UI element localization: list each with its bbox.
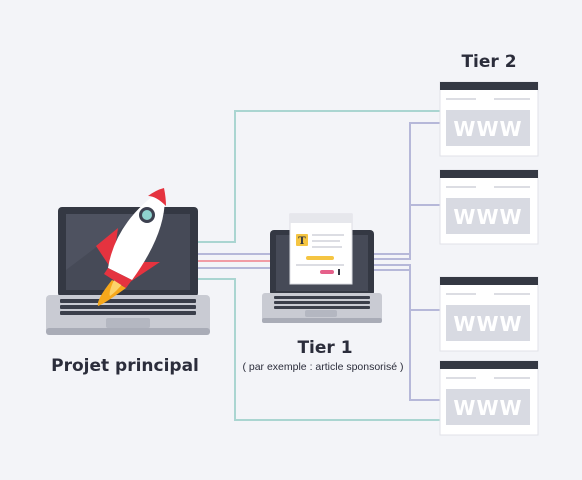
touchpad: [305, 310, 337, 317]
highlight-bar: [306, 256, 334, 260]
rocket-tip: [148, 188, 166, 206]
connector-line: [198, 110, 442, 243]
www-box: [446, 305, 530, 341]
www-box: [446, 389, 530, 425]
www-box: [446, 198, 530, 234]
keyboard: [274, 296, 370, 309]
www-label: WWW: [453, 117, 522, 141]
keyboard: [60, 299, 196, 315]
rocket-nozzle: [104, 268, 132, 288]
main-project-label: Projet principal: [51, 356, 199, 376]
www-label: WWW: [453, 205, 522, 229]
tier2-site: WWW: [439, 81, 539, 157]
connector-line: [372, 269, 442, 401]
connector-line: [198, 278, 442, 421]
www-label: WWW: [453, 312, 522, 336]
tier1-note: ( par exemple : article sponsorisé ): [242, 361, 404, 373]
text-format-icon: [296, 234, 308, 246]
tier2-site: WWW: [439, 169, 539, 245]
laptop-base-edge: [46, 328, 210, 335]
cursor-icon: [338, 269, 340, 275]
sponsored-article-document: T: [289, 213, 353, 285]
connector-line: [372, 264, 442, 311]
text-format-letter: T: [298, 236, 306, 247]
tier2-site: WWW: [439, 276, 539, 352]
tier2-heading: Tier 2: [461, 52, 517, 72]
rocket-icon: [96, 188, 166, 306]
connector-line: [372, 122, 442, 255]
connector-line: [372, 204, 442, 260]
tier1-laptop: T: [262, 213, 382, 323]
connector-tier1-to-tier2: [372, 122, 442, 401]
tier1-heading: Tier 1: [297, 338, 353, 358]
link-highlight: [320, 270, 334, 274]
connector-main-to-tier1: [198, 253, 272, 269]
touchpad: [106, 318, 150, 328]
tier2-site: WWW: [439, 360, 539, 436]
connector-main-to-tier2: [198, 110, 442, 421]
www-label: WWW: [453, 396, 522, 420]
www-box: [446, 110, 530, 146]
